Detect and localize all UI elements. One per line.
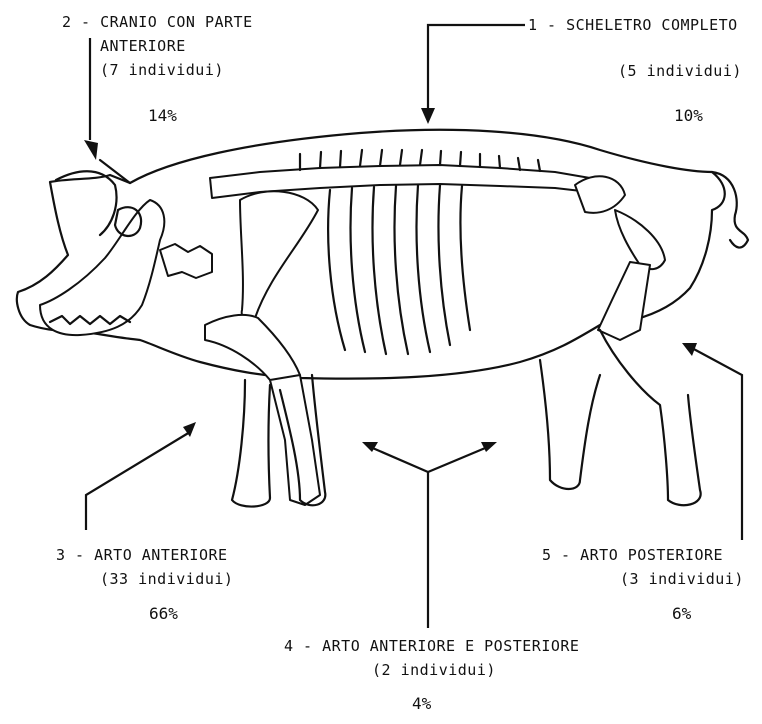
label2-title-line2: ANTERIORE xyxy=(100,36,186,56)
label5-arrow xyxy=(690,347,742,540)
pig-ear xyxy=(56,160,130,235)
label1-arrow xyxy=(428,25,525,110)
hind-leg-outline xyxy=(540,330,701,505)
label4-title: 4 - ARTO ANTERIORE E POSTERIORE xyxy=(284,636,579,656)
label3-arrow xyxy=(86,432,190,530)
front-leg-bones xyxy=(270,375,320,505)
label1-title: 1 - SCHELETRO COMPLETO xyxy=(528,15,738,35)
scapula-bone xyxy=(240,191,318,319)
label4-arrow-head-right xyxy=(481,442,497,452)
label3-percent: 66% xyxy=(149,604,178,624)
label4-percent: 4% xyxy=(412,694,431,714)
label3-count: (33 individui) xyxy=(100,569,233,589)
femur-bone xyxy=(615,210,665,269)
label2-percent: 14% xyxy=(148,106,177,126)
label2-arrow-head xyxy=(84,140,98,160)
pelvis-bone xyxy=(575,176,625,213)
label1-count: (5 individui) xyxy=(618,61,742,81)
label3-title: 3 - ARTO ANTERIORE xyxy=(56,545,228,565)
label5-percent: 6% xyxy=(672,604,691,624)
label4-arrow-head-left xyxy=(362,442,378,452)
label2-title-line1: 2 - CRANIO CON PARTE xyxy=(62,12,253,32)
label4-arrow-right xyxy=(428,446,490,472)
cervical-vertebrae xyxy=(160,244,212,278)
label5-title: 5 - ARTO POSTERIORE xyxy=(542,545,723,565)
label4-count: (2 individui) xyxy=(372,660,496,680)
pig-tail xyxy=(712,172,748,248)
label1-arrow-head xyxy=(421,108,435,124)
label2-count: (7 individui) xyxy=(100,60,224,80)
label5-count: (3 individui) xyxy=(620,569,744,589)
label1-percent: 10% xyxy=(674,106,703,126)
label4-arrow-left xyxy=(368,446,428,472)
tibia-bone xyxy=(598,262,650,340)
rib-cage xyxy=(328,185,470,354)
